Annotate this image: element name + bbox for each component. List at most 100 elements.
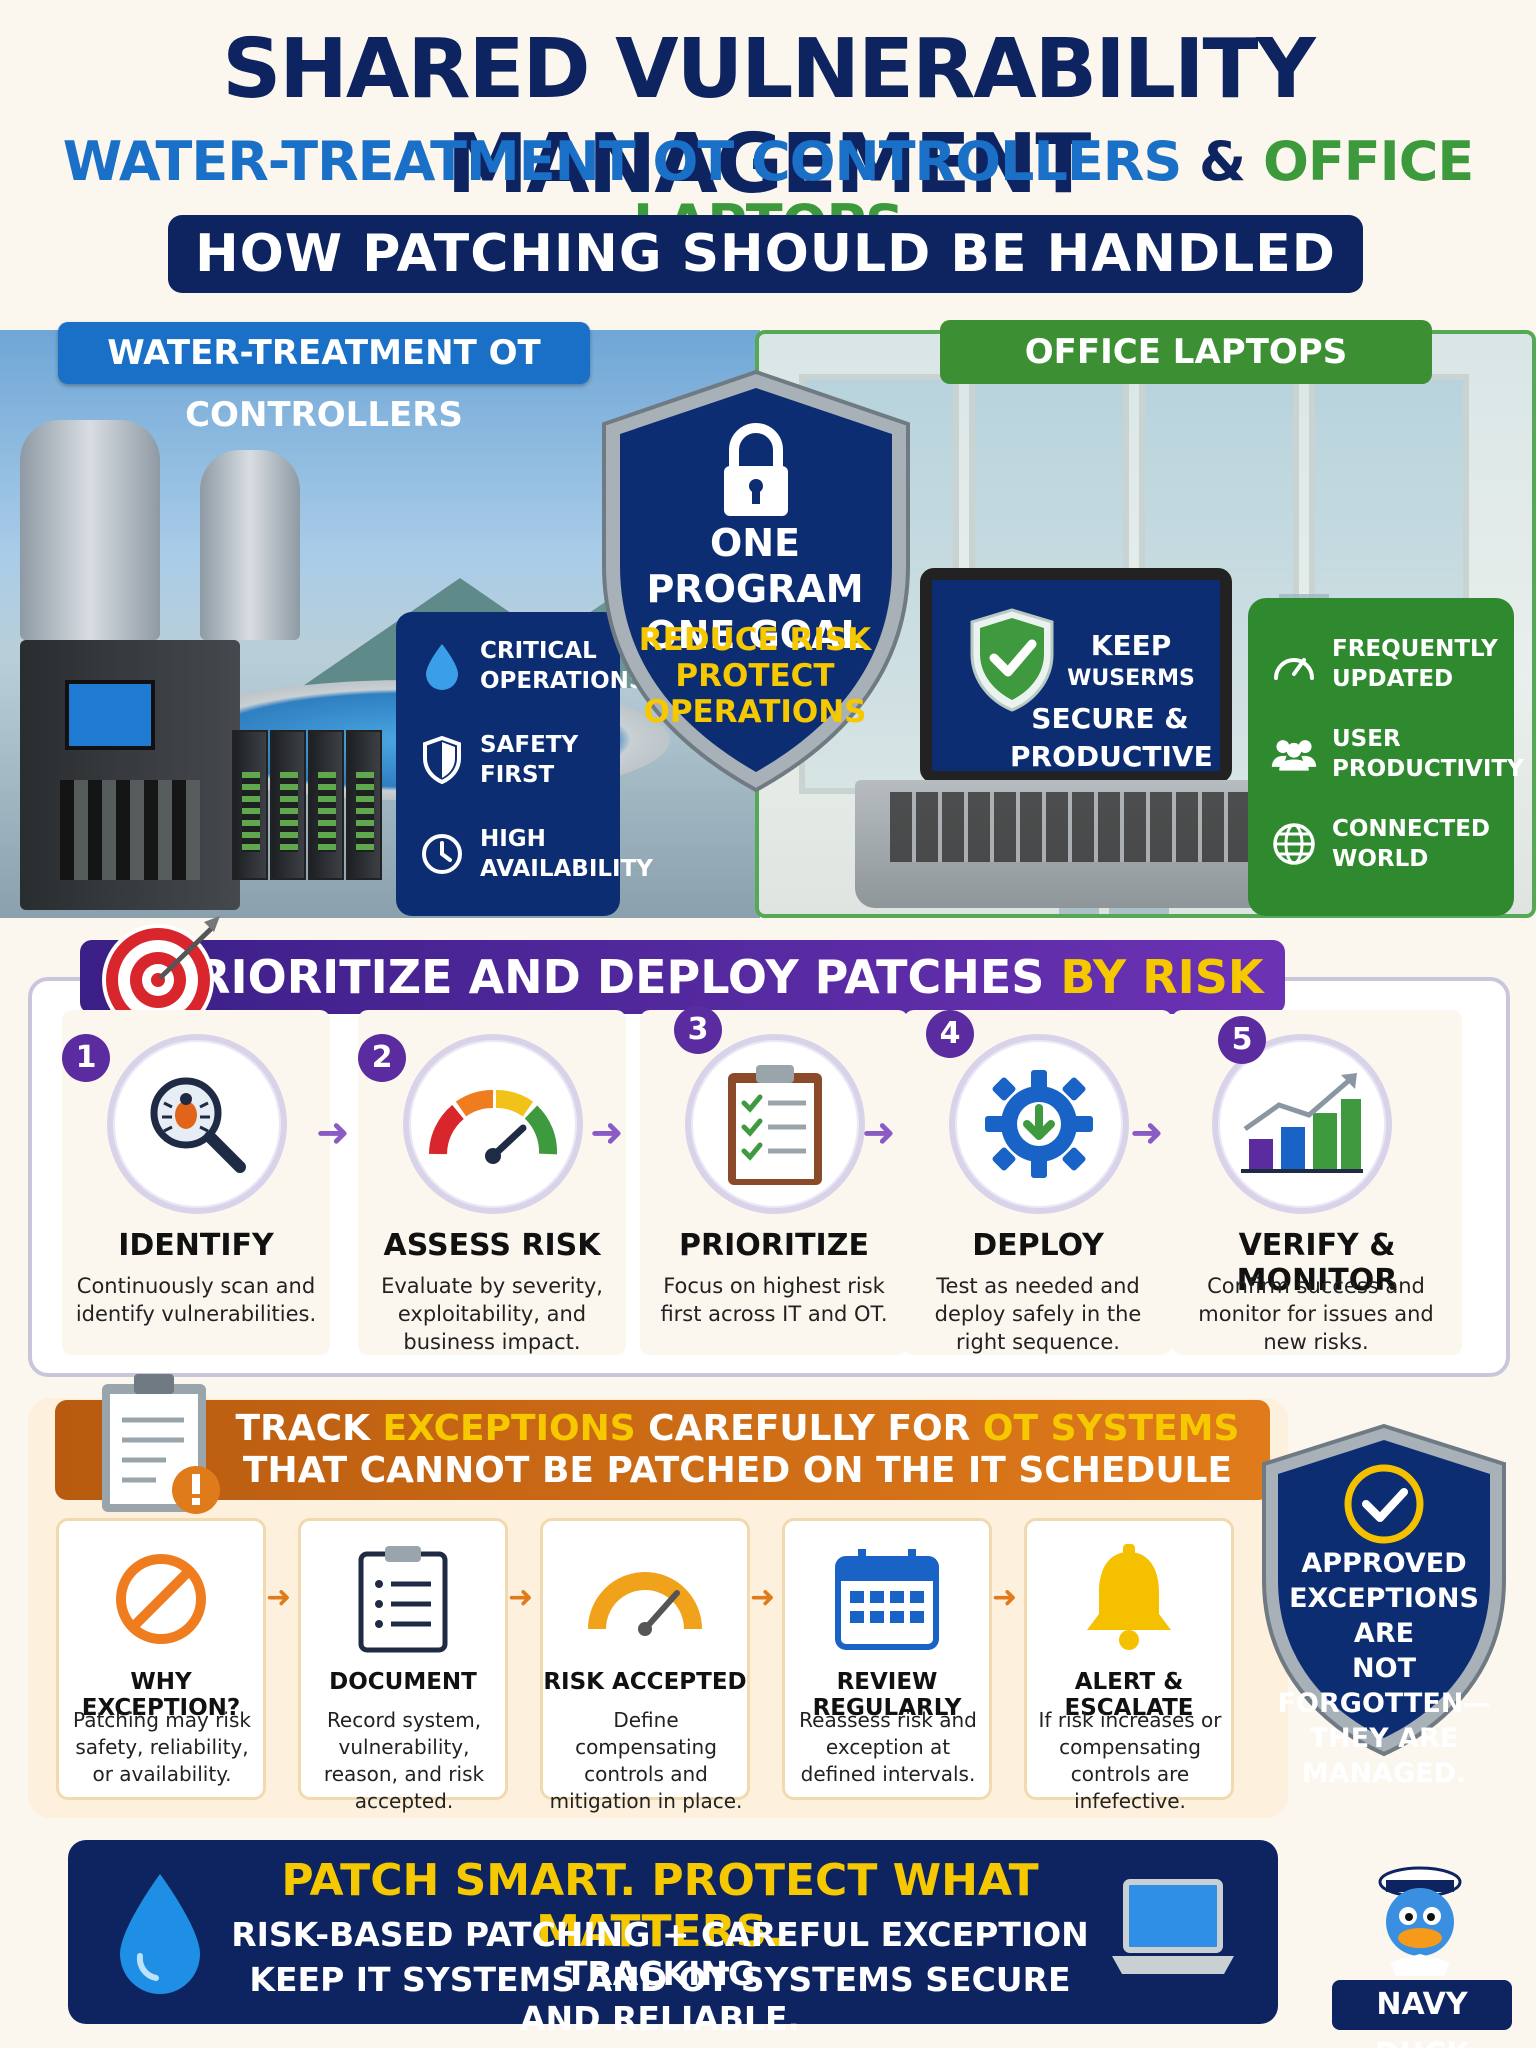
exceptions-banner: TRACK EXCEPTIONS CAREFULLY FOR OT SYSTEM… xyxy=(55,1400,1270,1500)
gear-download-icon xyxy=(985,1070,1093,1178)
step-description: Evaluate by severity, exploitability, an… xyxy=(381,1274,603,1354)
laptop-screen xyxy=(920,568,1232,783)
step-number: 4 xyxy=(926,1010,974,1058)
shield-goals: REDUCE RISK PROTECT OPERATIONS xyxy=(638,622,872,730)
laptop-screen-text: KEEP WUSERMS xyxy=(1067,629,1195,691)
step-title: VERIFY & MONITOR xyxy=(1236,1228,1398,1298)
exception-title: DOCUMENT xyxy=(329,1669,477,1695)
laptop-icon xyxy=(1112,1879,1234,1974)
exception-description: Patching may risk safety, reliability, o… xyxy=(73,1708,251,1786)
arrow-right-icon: ➜ xyxy=(316,1110,350,1156)
footer-line-2: KEEP IT SYSTEMS AND OT SYSTEMS SECURE AN… xyxy=(249,1960,1071,2038)
office-laptops-tag: OFFICE LAPTOPS xyxy=(940,320,1432,384)
magnifier-bug-icon xyxy=(150,1077,246,1173)
brand-label: NAVY DUCK xyxy=(1332,1980,1512,2048)
exception-title: REVIEW REGULARLY xyxy=(812,1669,962,1721)
laptop-screen-text-2: SECURE & PRODUCTIVE xyxy=(1010,702,1213,773)
step-number: 1 xyxy=(62,1034,110,1082)
cabinet-keys xyxy=(60,780,200,880)
laptop-info-box: FREQUENTLY UPDATED USER PRODUCTIVITY CON… xyxy=(1248,598,1524,916)
clock-icon xyxy=(418,830,466,878)
step-number: 2 xyxy=(358,1034,406,1082)
exception-title: RISK ACCEPTED xyxy=(543,1669,747,1695)
step-description: Continuously scan and identify vulnerabi… xyxy=(75,1274,317,1326)
cabinet-screen xyxy=(65,680,155,750)
step-number: 3 xyxy=(674,1006,722,1054)
exception-description: Reassess risk and exception at defined i… xyxy=(799,1708,977,1786)
gauge-icon xyxy=(1270,640,1318,688)
footer-headline: PATCH SMART. PROTECT WHAT MATTERS. xyxy=(281,1855,1039,1957)
prohibited-icon xyxy=(116,1554,206,1644)
exception-alert: ALERT & ESCALATE If risk increases or co… xyxy=(1024,1518,1234,1813)
page-title: SHARED VULNERABILITY MANAGEMENT xyxy=(222,22,1316,212)
step-prioritize: 3 PRIORITIZE Focus on highest risk first… xyxy=(640,1006,908,1355)
subtitle-ot: WATER-TREATMENT OT CONTROLLERS xyxy=(62,130,1182,193)
step-title: PRIORITIZE xyxy=(679,1228,869,1263)
footer-line-1: RISK-BASED PATCHING + CAREFUL EXCEPTION … xyxy=(231,1915,1089,1993)
plc-module xyxy=(270,730,306,880)
plc-module xyxy=(346,730,382,880)
water-drop-icon xyxy=(120,1874,200,1994)
control-cabinet xyxy=(20,640,240,910)
arrow-right-icon: ➜ xyxy=(508,1580,534,1615)
ot-item-safety: SAFETY FIRST xyxy=(418,730,605,790)
exception-review: REVIEW REGULARLY Reassess risk and excep… xyxy=(782,1518,992,1800)
bell-icon xyxy=(1087,1544,1171,1650)
exception-why: WHY EXCEPTION? Patching may risk safety,… xyxy=(56,1518,266,1800)
step-description: Focus on highest risk first across IT an… xyxy=(660,1274,888,1326)
gauge-icon xyxy=(588,1572,702,1636)
water-drop-icon xyxy=(418,642,466,690)
arrow-right-icon: ➜ xyxy=(862,1110,896,1156)
approved-shield xyxy=(1262,1423,1506,1757)
plc-module xyxy=(308,730,344,880)
globe-icon xyxy=(1270,820,1318,868)
laptop-item-connected: CONNECTED WORLD xyxy=(1270,814,1502,874)
checklist-icon xyxy=(728,1065,822,1185)
step-assess-risk: 2 ASSESS RISK Evaluate by severity, expl… xyxy=(358,1010,626,1355)
arrow-right-icon: ➜ xyxy=(266,1580,292,1615)
ot-item-availability: HIGH AVAILABILITY xyxy=(418,824,653,884)
laptop-item-productivity: USER PRODUCTIVITY xyxy=(1270,724,1524,784)
approved-exceptions-text: APPROVED EXCEPTIONS ARE NOT FORGOTTEN— T… xyxy=(1277,1548,1491,1789)
prioritize-banner: PRIORITIZE AND DEPLOY PATCHES BY RISK xyxy=(80,940,1285,1014)
check-circle-icon xyxy=(1344,1464,1424,1544)
target-icon xyxy=(102,916,220,1036)
plc-module xyxy=(232,730,268,880)
exception-title: ALERT & ESCALATE xyxy=(1064,1669,1194,1721)
exception-description: If risk increases or compensating contro… xyxy=(1038,1708,1222,1813)
laptop-keyboard xyxy=(890,792,1262,862)
check-shield-icon xyxy=(970,608,1054,712)
exception-document: DOCUMENT Record system, vulnerability, r… xyxy=(298,1518,508,1813)
bar-chart-icon xyxy=(1241,1073,1363,1173)
program-shield xyxy=(602,369,910,793)
step-title: IDENTIFY xyxy=(118,1228,274,1263)
clipboard-alert-icon xyxy=(102,1374,220,1514)
step-identify: 1 IDENTIFY Continuously scan and identif… xyxy=(62,1010,330,1355)
step-number: 5 xyxy=(1218,1016,1266,1064)
navy-duck-logo xyxy=(1378,1866,1462,1976)
footer-banner xyxy=(68,1840,1278,2024)
arrow-right-icon: ➜ xyxy=(750,1580,776,1615)
step-title: DEPLOY xyxy=(972,1228,1104,1263)
exception-description: Record system, vulnerability, reason, an… xyxy=(323,1708,485,1813)
step-description: Test as needed and deploy safely in the … xyxy=(934,1274,1142,1354)
calendar-icon xyxy=(835,1549,939,1650)
tank-shape xyxy=(200,450,300,640)
ot-info-box: CRITICAL OPERATIONS SAFETY FIRST HIGH AV… xyxy=(396,612,653,916)
clipboard-icon xyxy=(358,1546,448,1653)
step-description: Confirm success and monitor for issues a… xyxy=(1198,1274,1434,1354)
exception-title: WHY EXCEPTION? xyxy=(81,1669,241,1721)
arrow-right-icon: ➜ xyxy=(1130,1110,1164,1156)
subtitle-amp: & xyxy=(1181,130,1263,193)
gauge-icon xyxy=(429,1089,558,1164)
exception-description: Define compensating controls and mitigat… xyxy=(549,1708,743,1813)
shield-heading: ONE PROGRAM ONE GOAL xyxy=(645,521,865,657)
arrow-right-icon: ➜ xyxy=(590,1110,624,1156)
laptop-item-updated: FREQUENTLY UPDATED xyxy=(1270,634,1502,694)
tank-shape xyxy=(20,420,160,640)
lock-icon xyxy=(724,423,788,516)
section-banner: HOW PATCHING SHOULD BE HANDLED xyxy=(168,215,1363,293)
shield-icon xyxy=(418,736,466,784)
step-title: ASSESS RISK xyxy=(383,1228,601,1263)
ot-controllers-tag: WATER-TREATMENT OT CONTROLLERS xyxy=(58,322,590,435)
